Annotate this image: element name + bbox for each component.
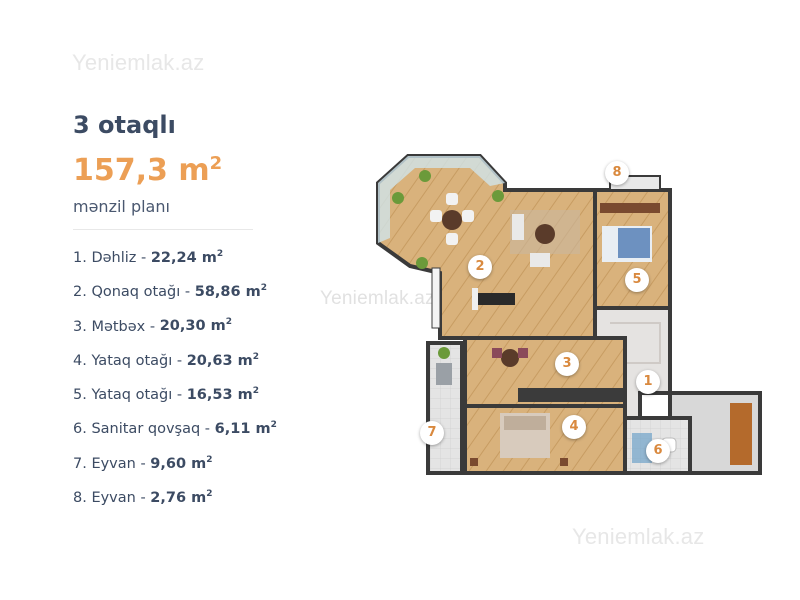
room-label: 3. Mətbəx -: [73, 318, 160, 335]
room-area-value: 20,30 m: [159, 318, 226, 335]
floor-plan: 2 5 8 3 1 4 6 7: [370, 148, 765, 488]
room-marker-5: 5: [625, 268, 649, 292]
room-marker-3: 3: [555, 352, 579, 376]
room-label: 8. Eyvan -: [73, 489, 151, 506]
room-area-sup: 2: [206, 454, 213, 465]
room-marker-8: 8: [605, 161, 629, 185]
room-item-5: 5. Yataq otağı - 16,53 m2: [73, 381, 323, 415]
room-area-sup: 2: [225, 317, 233, 328]
room-item-6: 6. Sanitar qovşaq - 6,11 m2: [73, 415, 323, 449]
room-item-7: 7. Eyvan - 9,60 m2: [73, 450, 323, 484]
room-area-sup: 2: [260, 283, 268, 294]
room-label: 6. Sanitar qovşaq -: [73, 421, 215, 438]
room-item-1: 1. Dəhliz - 22,24 m2: [73, 244, 323, 278]
room-area-sup: 2: [252, 351, 259, 362]
room-area-sup: 2: [252, 386, 259, 397]
room-marker-2: 2: [468, 255, 492, 279]
room-list: 1. Dəhliz - 22,24 m2 2. Qonaq otağı - 58…: [73, 244, 323, 518]
room-area-value: 9,60 m: [150, 455, 207, 472]
room-area: 22,24 m2: [150, 249, 224, 266]
kitchen-island: [472, 288, 515, 310]
watermark-top: Yeniemlak.az: [72, 50, 205, 75]
room-item-4: 4. Yataq otağı - 20,63 m2: [73, 347, 323, 381]
room-area-value: 16,53 m: [186, 387, 253, 404]
room-marker-6: 6: [646, 439, 670, 463]
dining-set: [430, 193, 474, 245]
watermark-center: Yeniemlak.az: [320, 288, 435, 309]
room-area: 16,53 m2: [186, 386, 259, 404]
apartment-info-panel: 3 otaqlı 157,3 m2 mənzil planı 1. Dəhliz…: [73, 110, 323, 518]
room-area-value: 20,63 m: [186, 352, 253, 369]
room-marker-1: 1: [636, 370, 660, 394]
room-item-8: 8. Eyvan - 2,76 m2: [73, 484, 323, 518]
room-item-2: 2. Qonaq otağı - 58,86 m2: [73, 278, 323, 312]
room-label: 4. Yataq otağı -: [73, 352, 187, 369]
sofa-set: [510, 210, 580, 267]
room-marker-4: 4: [562, 415, 586, 439]
room-area-value: 6,11 m: [214, 421, 271, 438]
rooms-count-title: 3 otaqlı: [73, 111, 176, 139]
room-label: 2. Qonaq otağı -: [73, 284, 195, 301]
room-area-sup: 2: [206, 489, 213, 500]
room-label: 7. Eyvan -: [73, 455, 151, 472]
total-area-value: 157,3 m: [73, 153, 210, 188]
room-label: 1. Dəhliz -: [73, 249, 151, 266]
room-area-sup: 2: [216, 249, 224, 259]
total-area: 157,3 m2: [73, 146, 323, 189]
room-area-sup: 2: [270, 420, 277, 431]
room-area-value: 2,76 m: [150, 489, 207, 506]
floor-plan-drawing: [376, 154, 762, 475]
room-area-value: 22,24 m: [150, 249, 217, 266]
room-marker-7: 7: [420, 421, 444, 445]
plan-label: mənzil planı: [73, 197, 170, 216]
room-area: 9,60 m2: [150, 454, 213, 472]
watermark-bottom: Yeniemlak.az: [572, 524, 705, 549]
room-area: 58,86 m2: [194, 283, 268, 301]
room-label: 5. Yataq otağı -: [73, 387, 187, 404]
room-item-3: 3. Mətbəx - 20,30 m2: [73, 313, 323, 347]
total-area-unit-superscript: 2: [209, 153, 223, 174]
room-area: 20,63 m2: [186, 351, 259, 369]
room-area-value: 58,86 m: [194, 284, 261, 301]
divider: [73, 229, 253, 230]
room-area: 2,76 m2: [150, 489, 213, 506]
room-area: 20,30 m2: [159, 317, 233, 335]
balcony-7: [426, 341, 464, 475]
room-area: 6,11 m2: [214, 420, 277, 438]
